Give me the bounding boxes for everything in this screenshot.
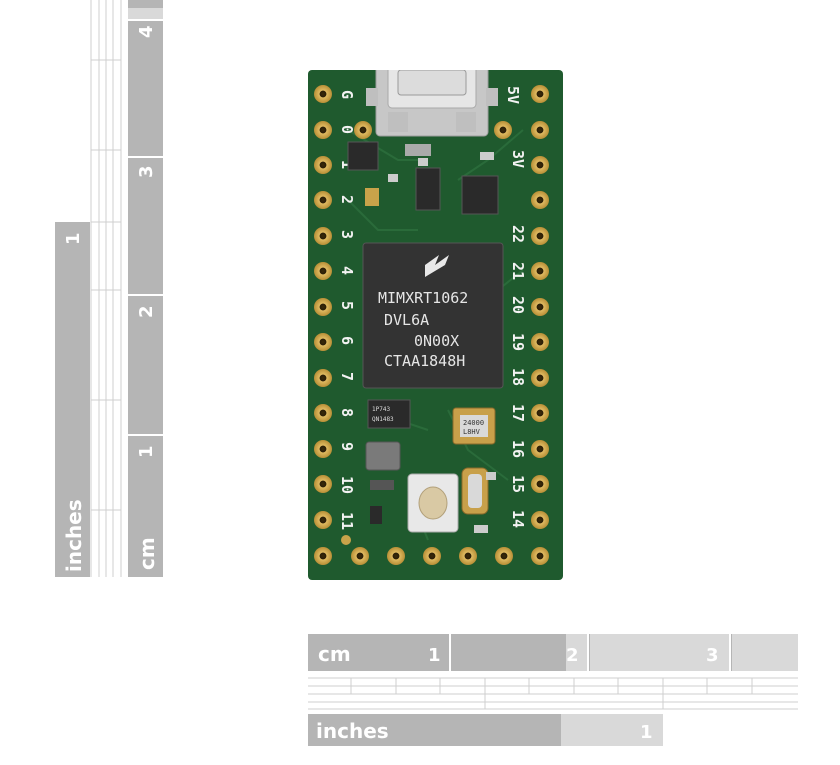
pin-label-right: 19	[509, 333, 527, 351]
bottom-header-pins	[341, 535, 513, 565]
vertical-inches-label: inches	[62, 499, 86, 572]
crystal-text: 24000	[463, 419, 484, 427]
pin-label-left: 5	[338, 301, 356, 310]
small-chip-text: 1P743	[372, 406, 390, 413]
horizontal-cm-mark-2: 2	[566, 645, 579, 666]
main-processor-chip	[362, 242, 504, 389]
pin-label-left: 10	[338, 476, 356, 494]
pin-label-left: 11	[338, 512, 356, 530]
chip-text-line: CTAA1848H	[384, 352, 465, 370]
pin-label-right: 5V	[504, 86, 522, 104]
crystal-text: L8HV	[463, 428, 481, 436]
pin-label-left: 6	[338, 336, 356, 345]
chip-text-line: MIMXRT1062	[378, 289, 468, 307]
vertical-ruler: 4 3 2 1 cm 1 inches	[55, 0, 163, 577]
vertical-cm-label: cm	[135, 537, 159, 570]
pin-label-left: 0	[338, 125, 356, 134]
vertical-cm-mark-4: 4	[136, 25, 157, 38]
pin-label-right: 18	[509, 368, 527, 386]
vertical-inch-mark-1: 1	[63, 232, 84, 245]
horizontal-ruler: cm 1 2 3 inches 1	[308, 634, 798, 746]
pin-label-left: 2	[338, 195, 356, 204]
pin-label-right: 22	[509, 225, 527, 243]
pin-label-right: 21	[509, 262, 527, 280]
pin-label-left: 3	[338, 230, 356, 239]
horizontal-cm-mark-1: 1	[428, 645, 441, 666]
pin-label-right: 20	[509, 296, 527, 314]
small-chip-text: QN1483	[372, 416, 394, 423]
right-header-pins	[531, 85, 549, 565]
horizontal-cm-label: cm	[318, 642, 351, 666]
pin-label-right: 14	[509, 510, 527, 528]
horizontal-inches-label: inches	[316, 719, 389, 743]
pin-label-left: 7	[338, 372, 356, 381]
pin-label-left: G	[338, 90, 356, 99]
chip-text-line: DVL6A	[384, 311, 429, 329]
pin-label-left: 8	[338, 408, 356, 417]
horizontal-inch-mark-1: 1	[640, 722, 653, 743]
teensy-board: G 0 1 2 3 4 5 6 7 8 9 10 11 5V 3V 22 21 …	[308, 70, 563, 580]
left-header-pins	[314, 85, 332, 565]
horizontal-cm-mark-3: 3	[706, 645, 719, 666]
chip-text-line: 0N00X	[414, 332, 459, 350]
pin-label-left: 4	[338, 266, 356, 275]
pin-label-left: 9	[338, 442, 356, 451]
pin-label-right: 17	[509, 404, 527, 422]
pin-label-left: 1	[338, 160, 356, 169]
vertical-cm-mark-1: 1	[136, 445, 157, 458]
vertical-cm-mark-3: 3	[136, 165, 157, 178]
pin-label-right: 16	[509, 440, 527, 458]
pin-label-right: 15	[509, 475, 527, 493]
vertical-cm-mark-2: 2	[136, 305, 157, 318]
pin-label-right: 3V	[509, 150, 527, 168]
